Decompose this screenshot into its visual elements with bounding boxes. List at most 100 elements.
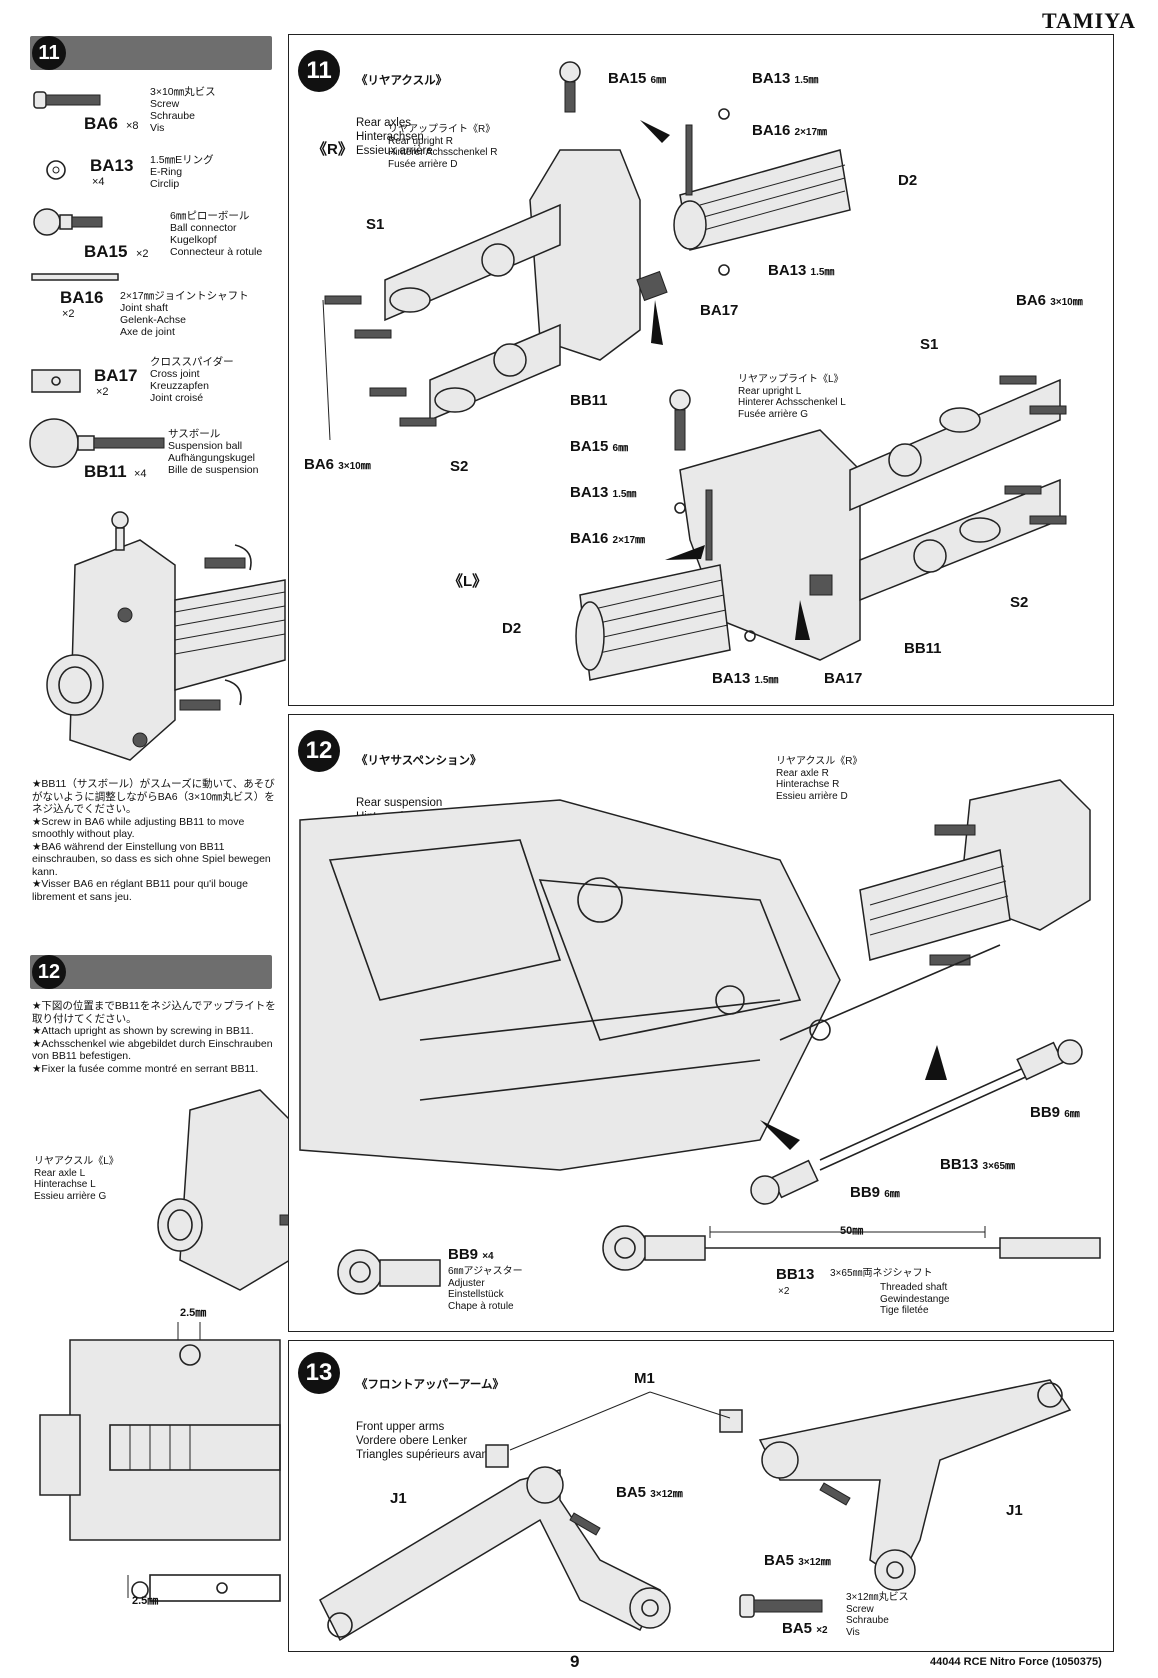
step-11-header-bar: 11 (30, 36, 272, 70)
label-size: 3×12㎜ (650, 1489, 683, 1500)
step-12-circle-number: 12 (298, 730, 340, 772)
label-size: 3×12㎜ (798, 1557, 831, 1568)
ba17-code: BA17 (94, 366, 138, 385)
step-11-title-text: Rear axles Hinterachsen Essieux arrière (356, 117, 433, 157)
label-ba6-l: BA6 3×10㎜ (1016, 292, 1083, 309)
step-11-note: ★BB11（サスボール）がスムーズに動いて、あそびがないように調整しながらBA6… (32, 778, 278, 903)
bb11-description: サスボール Suspension ball Aufhängungskugel B… (168, 428, 259, 476)
dim-2-5mm-bottom: 2.5㎜ (132, 1595, 159, 1607)
label-ba13-l1: BA13 1.5㎜ (570, 484, 636, 501)
label-bb11-r: BB11 (570, 392, 608, 409)
footer-model: 44044 RCE Nitro Force (1050375) (930, 1656, 1102, 1668)
label-code: BA6 (304, 456, 335, 473)
label-ba16-r: BA16 2×17㎜ (752, 122, 827, 139)
bb13-assembly-drawing (750, 1039, 1083, 1205)
label-j1-right: J1 (1006, 1502, 1023, 1519)
step-13-title-jp: 《フロントアッパーアーム》 (356, 1379, 505, 1391)
label-size: 6㎜ (1064, 1109, 1080, 1120)
label-bb13: BB13 3×65㎜ (940, 1156, 1015, 1173)
ba6-code: BA6 (84, 114, 119, 133)
label-size: 1.5㎜ (810, 267, 835, 278)
note-12-de: ★Achsschenkel wie abgebildet durch Einsc… (32, 1037, 273, 1063)
ba6-screw-icon (33, 91, 101, 109)
label-code: BB9 (448, 1246, 479, 1263)
ba6-qty: ×8 (126, 120, 139, 132)
note-12-en: ★Attach upright as shown by screwing in … (32, 1025, 254, 1037)
ba15-code: BA15 (84, 242, 128, 261)
step-11-title-jp: 《リヤアクスル》 (356, 75, 448, 87)
rear-axle-r-label: リヤアクスル《R》 Rear axle R Hinterachse R Essi… (776, 756, 863, 802)
label-code: BA6 (1016, 292, 1047, 309)
ba16-description: 2×17㎜ジョイントシャフト Joint shaft Gelenk-Achse … (120, 290, 249, 338)
ba15-qty: ×2 (136, 248, 149, 260)
label-code: BA15 (608, 70, 647, 87)
front-upper-arm-right-drawing (719, 1379, 1072, 1591)
ba15-ball-connector-icon (33, 208, 103, 236)
step-12-title-jp: 《リヤサスペンション》 (356, 755, 482, 767)
label-m1: M1 (634, 1370, 655, 1387)
note-12-fr: ★Fixer la fusée comme montré en serrant … (32, 1062, 259, 1075)
label-size: 1.5㎜ (754, 675, 779, 686)
label-code: BA13 (570, 484, 609, 501)
label-bb9-1: BB9 6㎜ (1030, 1104, 1080, 1121)
ba15-description: 6㎜ピローボール Ball connector Kugelkopf Connec… (170, 210, 263, 258)
front-upper-arm-left-drawing (319, 1444, 671, 1642)
label-size: 1.5㎜ (794, 75, 819, 86)
ba16-qty: ×2 (62, 308, 75, 320)
label-size: ×4 (482, 1251, 494, 1262)
ba17-description: クロススパイダー Cross joint Kreuzzapfen Joint c… (150, 356, 234, 404)
label-ba6-r: BA6 3×10㎜ (304, 456, 371, 473)
left-upright-illustration (46, 511, 286, 761)
label-s2-r: S2 (450, 458, 469, 475)
chassis-drawing (299, 799, 841, 1171)
rear-axle-r-drawing (779, 779, 1091, 1041)
bb9-part-description: 6㎜アジャスター Adjuster Einstellstück Chape à … (448, 1266, 523, 1312)
ba13-description: 1.5㎜Eリング E-Ring Circlip (150, 154, 214, 190)
label-size: 2×17㎜ (794, 127, 828, 138)
bb13-part-qty: ×2 (778, 1286, 790, 1297)
rear-upright-l-drawing (575, 375, 1067, 681)
ba13-ering-icon (46, 160, 66, 180)
bb9-part-drawing (337, 1249, 441, 1295)
step-11-number: 11 (32, 36, 66, 70)
label-code: BA5 (782, 1620, 813, 1637)
label-d2-r: D2 (898, 172, 918, 189)
label-ba5-2: BA5 3×12㎜ (764, 1552, 831, 1569)
ba16-code: BA16 (60, 288, 104, 307)
label-size: 6㎜ (884, 1189, 900, 1200)
upright-l-label: リヤアップライト《L》 Rear upright L Hinterer Achs… (738, 374, 846, 420)
label-s2-l: S2 (1010, 594, 1029, 611)
label-ba16-l: BA16 2×17㎜ (570, 530, 645, 547)
ba5-part-code: BA5 ×2 (782, 1620, 828, 1637)
step-11-title: 《リヤアクスル》 Rear axles Hinterachsen Essieux… (356, 46, 447, 172)
side-r-marker: 《R》 (312, 141, 353, 158)
label-ba13-l2: BA13 1.5㎜ (712, 670, 778, 687)
label-d2-l: D2 (502, 620, 522, 637)
note-11-jp: ★BB11（サスボール）がスムーズに動いて、あそびがないように調整しながらBA6… (32, 778, 275, 815)
label-bb11-l: BB11 (904, 640, 942, 657)
label-s1-r: S1 (366, 216, 385, 233)
ba5-screw-part-icon (739, 1594, 823, 1618)
left-cross-section-detail (39, 1322, 281, 1602)
label-ba15-l: BA15 6㎜ (570, 438, 628, 455)
label-j1-left: J1 (390, 1490, 407, 1507)
bb13-part-description-jp: 3×65㎜両ネジシャフト (830, 1268, 933, 1279)
brand-logo: TAMIYA (1041, 8, 1136, 33)
step-12-note: ★下図の位置までBB11をネジ込んでアップライトを取り付けてください。 ★Att… (32, 1000, 278, 1075)
label-ba5-1: BA5 3×12㎜ (616, 1484, 683, 1501)
dim-2-5mm-top: 2.5㎜ (180, 1307, 207, 1319)
step-12-header-bar: 12 (30, 955, 272, 989)
label-code: BA13 (712, 670, 751, 687)
page-number: 9 (570, 1652, 580, 1671)
step-13-panel (288, 1340, 1114, 1652)
step-13-circle-number: 13 (298, 1352, 340, 1394)
bb11-qty: ×4 (134, 468, 147, 480)
step-11-circle-number: 11 (298, 50, 340, 92)
label-size: 3×65㎜ (982, 1161, 1016, 1172)
ba13-code: BA13 (90, 156, 134, 175)
bb11-suspension-ball-icon (29, 418, 165, 468)
ba5-part-description: 3×12㎜丸ビス Screw Schraube Vis (846, 1592, 909, 1638)
step-13-title: 《フロントアッパーアーム》 Front upper arms Vordere o… (356, 1350, 504, 1476)
